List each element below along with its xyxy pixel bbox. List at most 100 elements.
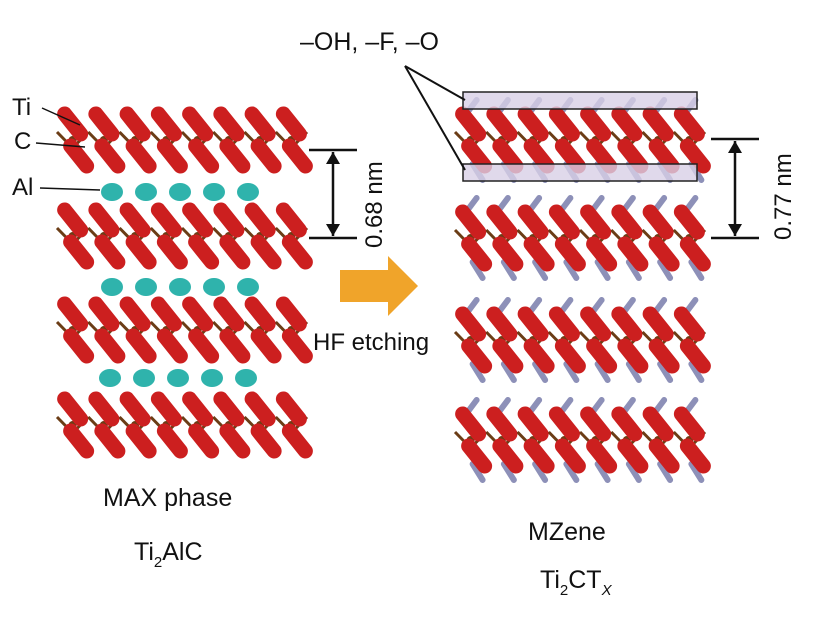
ti-atom-row — [611, 204, 643, 240]
ti-atom-row — [679, 438, 711, 474]
termination-band-bottom — [462, 163, 698, 182]
termination-group — [625, 259, 642, 281]
ti-atom-row — [94, 423, 126, 459]
mxene-layer-2 — [453, 195, 711, 281]
ti-atom-row — [617, 138, 649, 174]
termination-group — [500, 259, 517, 281]
termination-group — [532, 461, 549, 483]
ti-atom-row — [642, 306, 674, 342]
max-al-row-1 — [101, 183, 259, 201]
ti-atom-row — [492, 338, 524, 374]
max-ti-layer-3 — [55, 296, 313, 364]
ti-atom-row — [648, 438, 680, 474]
ti-atom-row — [119, 391, 151, 427]
termination-group — [563, 461, 580, 483]
ti-atom-row — [94, 138, 126, 174]
termination-group — [594, 461, 611, 483]
ti-atom-row — [63, 138, 95, 174]
ti-atom-row — [648, 236, 680, 272]
termination-group — [469, 361, 486, 383]
ti-atom-row — [88, 202, 120, 238]
ti-atom-row — [275, 391, 307, 427]
ti-atom-row — [554, 236, 586, 272]
ti-atom-row — [57, 391, 89, 427]
caption-max-name: MAX phase — [103, 484, 233, 512]
spacing-label-max: 0.68 nm — [361, 161, 388, 248]
ti-atom-row — [281, 328, 313, 364]
termination-group — [500, 461, 517, 483]
caption-max-formula: Ti2AlC — [134, 538, 203, 571]
dim-arrowhead — [728, 224, 742, 236]
ti-atom-row — [275, 296, 307, 332]
ti-atom-row — [580, 204, 612, 240]
ti-atom-row — [94, 328, 126, 364]
ti-atom-row — [57, 296, 89, 332]
dim-arrowhead — [728, 141, 742, 153]
ti-atom-row — [150, 296, 182, 332]
ti-atom-row — [517, 204, 549, 240]
al-atom — [99, 369, 121, 387]
ti-atom-row — [523, 138, 555, 174]
ti-atom-row — [617, 438, 649, 474]
al-atom — [101, 183, 123, 201]
ti-atom-row — [244, 202, 276, 238]
ti-atom-row — [673, 106, 705, 142]
max-al-row-2 — [101, 278, 259, 296]
max-ti-layer-1 — [55, 106, 313, 174]
al-atom — [237, 278, 259, 296]
termination-group — [688, 461, 705, 483]
ti-atom-row — [554, 438, 586, 474]
termination-group — [688, 259, 705, 281]
ti-atom-row — [156, 234, 188, 270]
al-atom — [169, 183, 191, 201]
ti-atom-row — [492, 438, 524, 474]
termination-group — [594, 361, 611, 383]
callout-line — [404, 65, 466, 171]
ti-atom-row — [586, 338, 618, 374]
ti-atom-row — [523, 438, 555, 474]
ti-atom-row — [281, 234, 313, 270]
ti-atom-row — [182, 202, 214, 238]
ti-atom-row — [548, 306, 580, 342]
ti-atom-row — [213, 391, 245, 427]
ti-atom-row — [156, 138, 188, 174]
al-atom — [135, 183, 157, 201]
ti-atom-row — [611, 406, 643, 442]
al-atom — [203, 278, 225, 296]
ti-atom-row — [673, 406, 705, 442]
ti-atom-row — [119, 202, 151, 238]
ti-atom-row — [548, 406, 580, 442]
al-atom — [237, 183, 259, 201]
ti-atom-row — [548, 204, 580, 240]
termination-band-top — [462, 91, 698, 110]
ti-atom-row — [586, 236, 618, 272]
label-al: Al — [12, 174, 34, 201]
ti-atom-row — [486, 106, 518, 142]
ti-atom-row — [517, 106, 549, 142]
ti-atom-row — [213, 202, 245, 238]
ti-atom-row — [523, 338, 555, 374]
dim-arrowhead — [326, 152, 340, 164]
ti-atom-row — [156, 328, 188, 364]
termination-group — [500, 361, 517, 383]
ti-atom-row — [125, 234, 157, 270]
leader-line-ti — [41, 107, 81, 126]
ti-atom-row — [182, 391, 214, 427]
ti-atom-row — [492, 138, 524, 174]
ti-atom-row — [125, 328, 157, 364]
ti-atom-row — [182, 106, 214, 142]
ti-atom-row — [57, 202, 89, 238]
ti-atom-row — [250, 234, 282, 270]
spacing-label-mxene: 0.77 nm — [770, 153, 797, 240]
ti-atom-row — [150, 391, 182, 427]
ti-atom-row — [580, 306, 612, 342]
termination-group — [625, 361, 642, 383]
label-terminations: –OH, –F, –O — [300, 28, 439, 56]
termination-group — [625, 461, 642, 483]
ti-atom-row — [219, 138, 251, 174]
ti-atom-row — [611, 306, 643, 342]
ti-atom-row — [63, 328, 95, 364]
etching-arrow — [340, 256, 418, 316]
caption-mxene-formula: Ti2CTX — [540, 566, 612, 599]
termination-group — [688, 361, 705, 383]
